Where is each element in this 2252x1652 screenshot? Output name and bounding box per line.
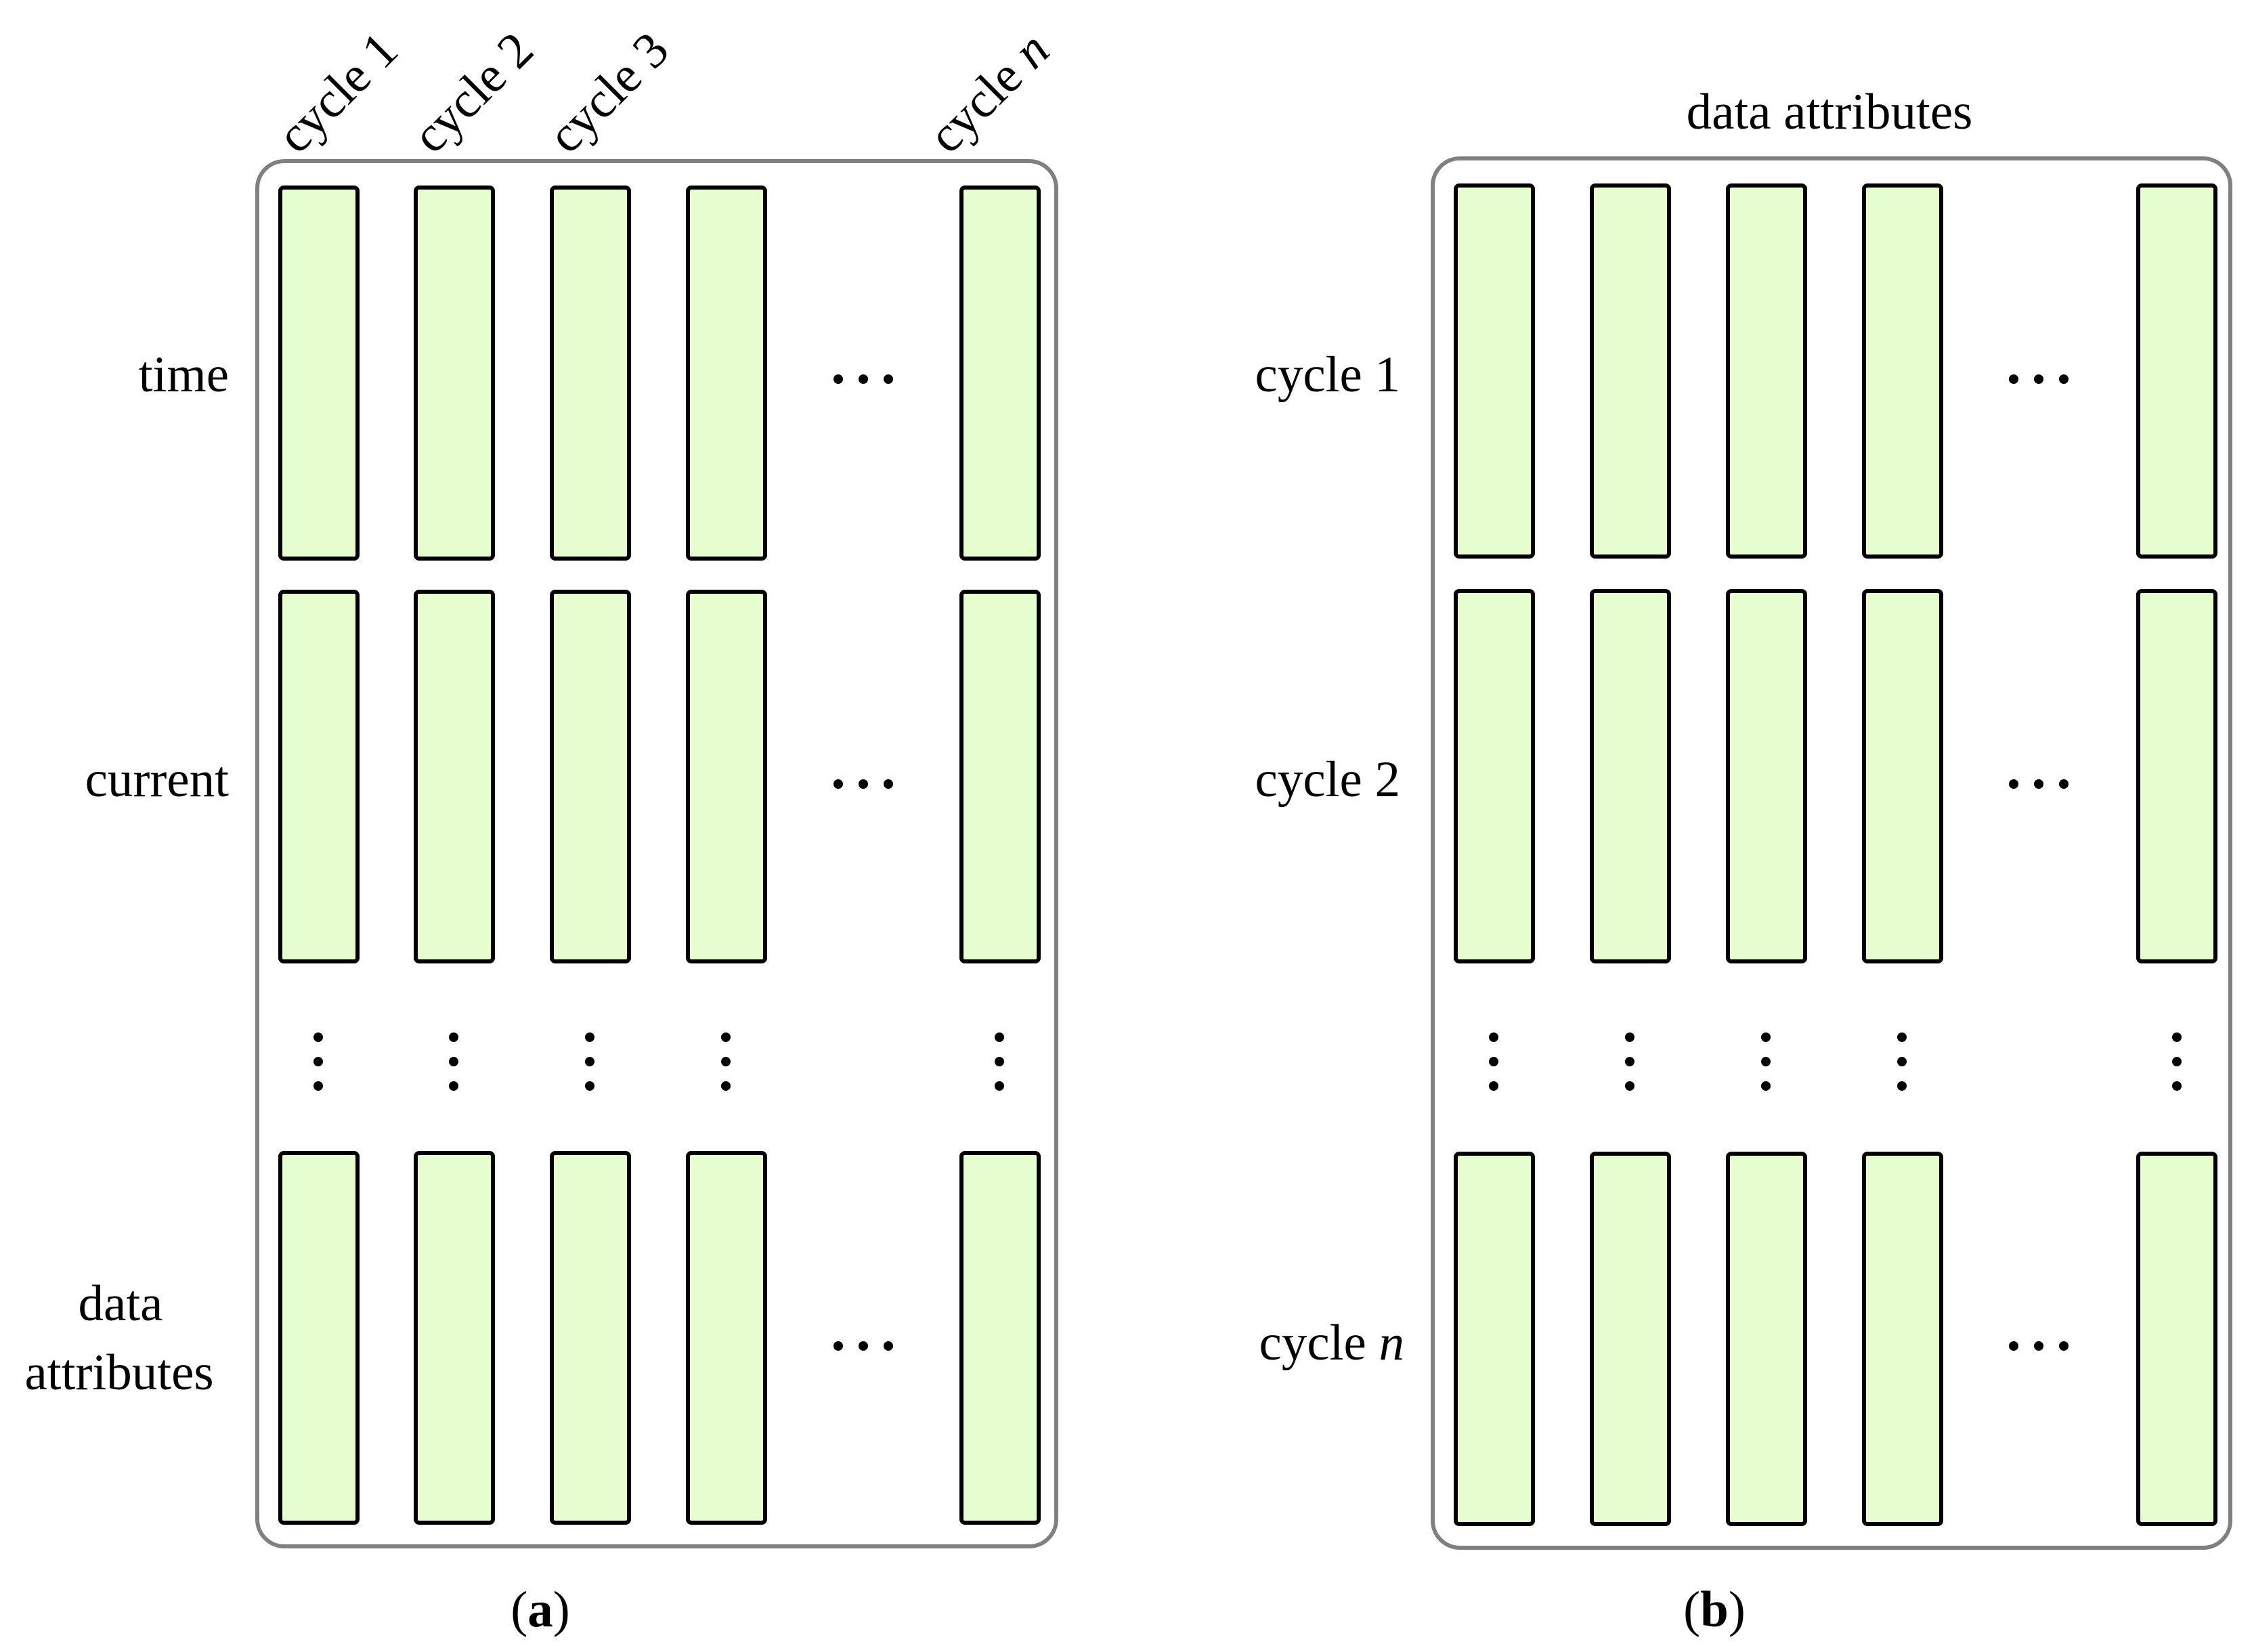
bar (278, 1151, 360, 1525)
vertical-ellipsis (313, 1032, 323, 1091)
panel-a-row-label-current: current (85, 752, 230, 808)
vertical-ellipsis (1489, 1032, 1498, 1091)
bar (550, 1151, 631, 1525)
bar (686, 1151, 767, 1525)
bar (2136, 183, 2217, 559)
bar (1726, 1152, 1807, 1526)
panel-a-row-time (278, 186, 1041, 561)
panel-a-row-label-attributes: attributes (24, 1345, 213, 1401)
panel-b-caption: (b) (1683, 1582, 1746, 1638)
panel-a-column-label-n: cycle n (917, 22, 1060, 164)
bar (2136, 1152, 2217, 1526)
panel-b-row-cycle-1 (1454, 183, 2217, 559)
panel-a-frame (255, 159, 1058, 1548)
bar (1590, 1152, 1671, 1526)
vertical-ellipsis (449, 1032, 458, 1091)
panel-a-row-current (278, 590, 1041, 963)
panel-a-column-label-1: cycle 1 (266, 22, 408, 164)
bar (1590, 589, 1671, 963)
panel-b-row-label-cycle-n: cycle n (1259, 1315, 1404, 1371)
panel-b-row-label-cycle-1: cycle 1 (1255, 347, 1400, 403)
bar (2136, 589, 2217, 963)
panel-a-column-label-3: cycle 3 (537, 22, 679, 164)
horizontal-ellipsis (833, 779, 893, 789)
bar (550, 590, 631, 963)
panel-b-row-label-cycle-2: cycle 2 (1255, 752, 1400, 808)
bar (1726, 183, 1807, 559)
bar (1454, 589, 1535, 963)
bar (959, 1151, 1041, 1525)
panel-a-column-label-2: cycle 2 (402, 22, 544, 164)
horizontal-ellipsis (833, 1341, 893, 1351)
panel-a-caption: (a) (511, 1582, 569, 1638)
vertical-ellipsis (721, 1032, 731, 1091)
bar (1862, 589, 1943, 963)
horizontal-ellipsis (2009, 374, 2069, 384)
panel-a-row-data-attributes (278, 1151, 1041, 1525)
bar (686, 186, 767, 561)
panel-a-row-label-time: time (139, 347, 229, 403)
bar (414, 1151, 495, 1525)
bar (1862, 183, 1943, 559)
vertical-ellipsis (1761, 1032, 1771, 1091)
horizontal-ellipsis (2009, 779, 2069, 789)
vertical-ellipsis (1897, 1032, 1907, 1091)
bar (959, 186, 1041, 561)
bar (278, 590, 360, 963)
panel-b-row-cycle-n (1454, 1152, 2217, 1526)
bar (686, 590, 767, 963)
bar (959, 590, 1041, 963)
panel-b: data attributes cycle 1 cycle 2 cycle n (1255, 84, 2232, 1638)
bar (1590, 183, 1671, 559)
horizontal-ellipsis (833, 374, 893, 384)
bar (414, 590, 495, 963)
panel-b-frame (1431, 156, 2232, 1550)
vertical-ellipsis (1625, 1032, 1634, 1091)
horizontal-ellipsis (2009, 1341, 2069, 1351)
bar (1862, 1152, 1943, 1526)
bar (1454, 1152, 1535, 1526)
bar (1454, 183, 1535, 559)
panel-b-top-label: data attributes (1687, 84, 1973, 140)
bar (1726, 589, 1807, 963)
panel-b-row-cycle-2 (1454, 589, 2217, 963)
bar (414, 186, 495, 561)
vertical-ellipsis (2172, 1032, 2182, 1091)
panel-a-row-label-data: data (79, 1276, 163, 1332)
vertical-ellipsis (995, 1032, 1004, 1091)
vertical-ellipsis (585, 1032, 594, 1091)
bar (278, 186, 360, 561)
bar (550, 186, 631, 561)
panel-a-vertical-ellipses (313, 1032, 1004, 1091)
panel-a: cycle 1 cycle 2 cycle 3 cycle n time cur… (24, 22, 1060, 1638)
panel-b-vertical-ellipses (1489, 1032, 2182, 1091)
